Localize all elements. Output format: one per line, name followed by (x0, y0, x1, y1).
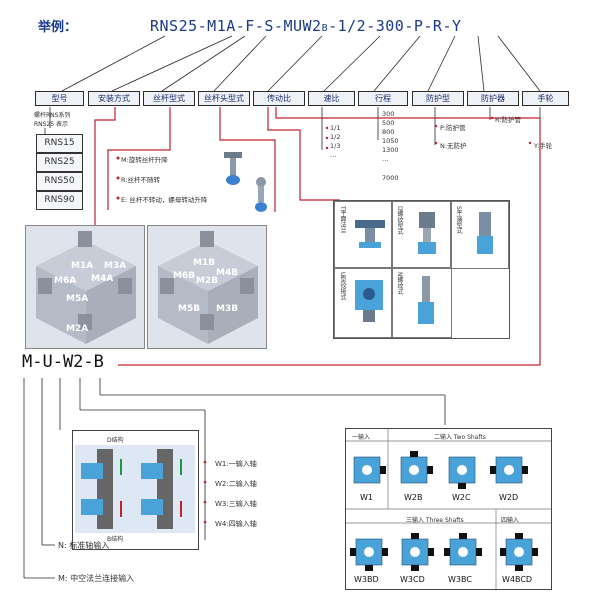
mount-m2a: M2A (66, 324, 89, 334)
example-title: 举例： (38, 20, 78, 35)
joint-w3cd: W3CD (400, 575, 425, 584)
field-protection-type: 防护型 (412, 91, 464, 106)
mount-m4a: M4A (91, 274, 114, 284)
end-cell-d: D螺纹型式 (391, 201, 452, 269)
header-two-input: 二输入 Two Shafts (434, 434, 486, 441)
screw-head-icon (224, 152, 242, 185)
input-w4: W4:四输入轴 (215, 520, 257, 528)
input-w1: W1:一输入轴 (215, 460, 257, 468)
model-code: RNS25-M1A-F-S-MUW2B-1/2-300-P-R-Y (150, 17, 462, 35)
input-type-n: N: 标准轴输入 (58, 541, 110, 550)
joint-w1: W1 (360, 493, 373, 502)
structure-b-label: B结构 (107, 536, 124, 543)
mount-m4b: M4B (216, 268, 239, 278)
protection-type-p: P:防护管 (440, 124, 466, 132)
threaded-rod-icon (418, 276, 434, 324)
field-stroke: 行程 (358, 91, 408, 106)
series-item: RNS15 (36, 134, 83, 153)
header-one-input: 一输入 (352, 434, 371, 441)
mount-panel-b: M1B M6B M4B M2B M5B M3B (147, 225, 267, 349)
field-screw-type: 丝杆型式 (143, 91, 195, 106)
header-three-input: 三输入 Three Shafts (406, 517, 464, 524)
joint-w2b: W2B (404, 493, 423, 502)
field-screw-end: 丝杆头型式 (198, 91, 250, 106)
joint-w2d: W2D (499, 493, 519, 502)
joint-dividers (346, 429, 551, 589)
screw-type-r: R:丝杆不随转 (121, 176, 161, 184)
end-cell-n: N螺纹式 (391, 267, 452, 338)
end-cell-s: S平端型式 (450, 201, 509, 269)
mount-m1b: M1B (193, 258, 216, 268)
joint-config-panel: 一输入 二输入 Two Shafts 三输入 Three Shafts 四输入 … (345, 428, 552, 590)
field-mount: 安装方式 (88, 91, 140, 106)
thread-end-icon (418, 212, 436, 254)
flange-icon (355, 220, 385, 248)
structure-panel: D结构 B结构 (72, 430, 199, 550)
series-item: RNS90 (36, 191, 83, 210)
field-transmission: 传动比 (253, 91, 305, 106)
protection-type-n: N:无防护 (440, 142, 467, 150)
joint-w4bcd: W4BCD (502, 575, 533, 584)
joint-w3bd: W3BD (354, 575, 379, 584)
mount-m5a: M5A (66, 294, 89, 304)
mount-m3b: M3B (216, 304, 239, 314)
mount-m1a: M1A (71, 261, 94, 271)
mount-m3a: M3A (104, 261, 127, 271)
mount-m6a: M6A (54, 276, 77, 286)
end-cell-u: U型铰接式 (334, 267, 393, 338)
input-type-m: M: 中空法兰连接输入 (58, 574, 135, 583)
screw-rod-icon (255, 177, 267, 212)
field-handwheel: 手轮 (522, 91, 569, 106)
handwheel-y: Y:手轮 (534, 142, 553, 150)
series-item: RNS50 (36, 172, 83, 191)
end-cell-t: T平面法兰 (334, 201, 393, 269)
mount-panel-a: M6A M1A M4A M3A M5A M2A (25, 225, 145, 349)
mount-m2b: M2B (196, 276, 219, 286)
screw-end-panel: T平面法兰 D螺纹型式 S平端型式 U型铰接式 N螺纹式 (333, 200, 510, 339)
header-four-input: 四输入 (501, 517, 520, 524)
joint-w2c: W2C (452, 493, 471, 502)
joint-w3bc: W3BC (448, 575, 472, 584)
sub-code: M-U-W2-B (22, 352, 104, 372)
screw-type-e: E: 丝杆不转动，螺母转动升降 (121, 196, 208, 204)
field-ratio: 速比 (308, 91, 355, 106)
mount-m5b: M5B (178, 304, 201, 314)
input-w2: W2:二输入轴 (215, 480, 257, 488)
flat-end-icon (477, 212, 493, 254)
field-model: 型号 (35, 91, 84, 106)
screw-type-m: M:旋转丝杆升降 (121, 156, 168, 164)
structure-d-label: D结构 (107, 437, 124, 444)
series-item: RNS25 (36, 153, 83, 172)
mount-m6b: M6B (173, 271, 196, 281)
protector-r: R:防护管 (495, 116, 522, 124)
field-protector: 防护器 (467, 91, 519, 106)
clevis-icon (355, 280, 383, 322)
input-w3: W3:三输入轴 (215, 500, 257, 508)
